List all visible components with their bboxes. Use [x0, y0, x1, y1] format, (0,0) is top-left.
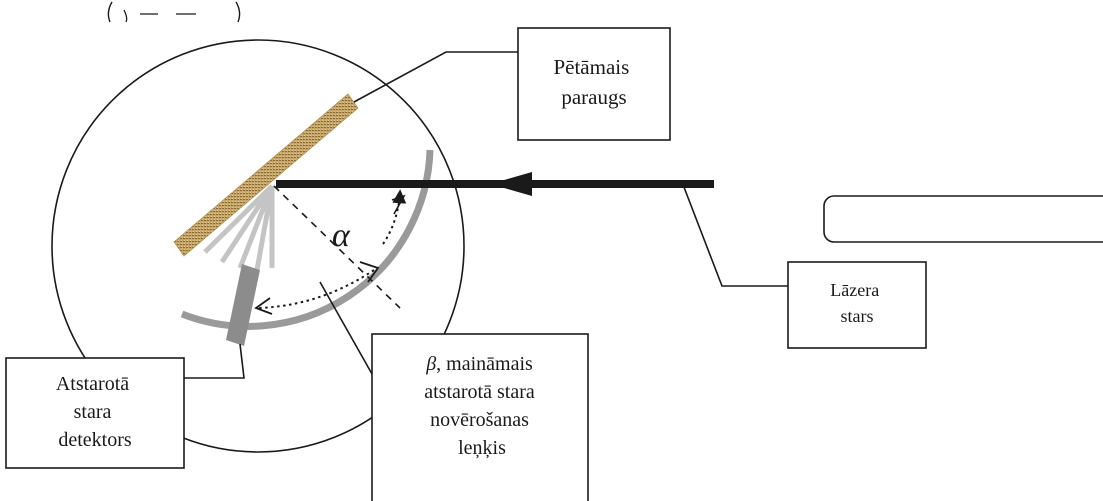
detector-label-line2: stara: [74, 401, 112, 423]
beta-arc-tip-left: [254, 297, 273, 315]
beta-label-line4: leņķis: [458, 437, 506, 459]
detector: [226, 264, 260, 346]
sample: [173, 93, 359, 257]
laser-label-box: [787, 261, 927, 349]
sample-label-box: [517, 27, 671, 141]
detector-label-box: [5, 357, 185, 469]
beta-label: β, maināmais atstarotā stara novērošanas…: [424, 353, 540, 459]
laser-arrowhead: [490, 172, 532, 196]
beta-symbol: β: [425, 353, 436, 375]
beta-arc: [257, 269, 375, 309]
laser-label-line1: Lāzera: [830, 280, 879, 300]
sample-label-line2: paraugs: [561, 85, 626, 109]
goniometer-circle: [51, 39, 465, 453]
sample-label-line1: Pētāmais: [553, 55, 629, 79]
detector-leader-line: [184, 343, 245, 379]
sample-leader-line: [353, 51, 518, 103]
laser-label-line2: stars: [841, 306, 874, 326]
detector-label-line1: Atstarotā: [56, 373, 129, 395]
normal-line: [273, 185, 401, 309]
alpha-symbol: α: [332, 217, 351, 254]
laser-label: Lāzera stars: [830, 280, 883, 326]
beta-label-line1-text: , maināmais: [436, 353, 533, 375]
beta-label-line3: novērošanas: [430, 409, 529, 431]
sample-label: Pētāmais paraugs: [553, 55, 634, 109]
alpha-arc-tip: [391, 194, 406, 215]
beta-label-box: [371, 333, 589, 501]
cropped-top-text: [107, 1, 241, 23]
laser-source: [823, 195, 1103, 243]
detector-label-line3: detektors: [58, 429, 132, 451]
laser-leader-line: [681, 181, 788, 287]
alpha-arc: [382, 189, 407, 245]
beta-leader-line: [319, 281, 373, 375]
beta-label-line2: atstarotā stara: [424, 381, 535, 403]
beta-label-line1: β, maināmais: [425, 353, 533, 375]
detector-label: Atstarotā stara detektors: [56, 373, 134, 451]
beta-arc-tip-right: [359, 261, 380, 283]
reflected-rays-fan: [203, 184, 275, 271]
